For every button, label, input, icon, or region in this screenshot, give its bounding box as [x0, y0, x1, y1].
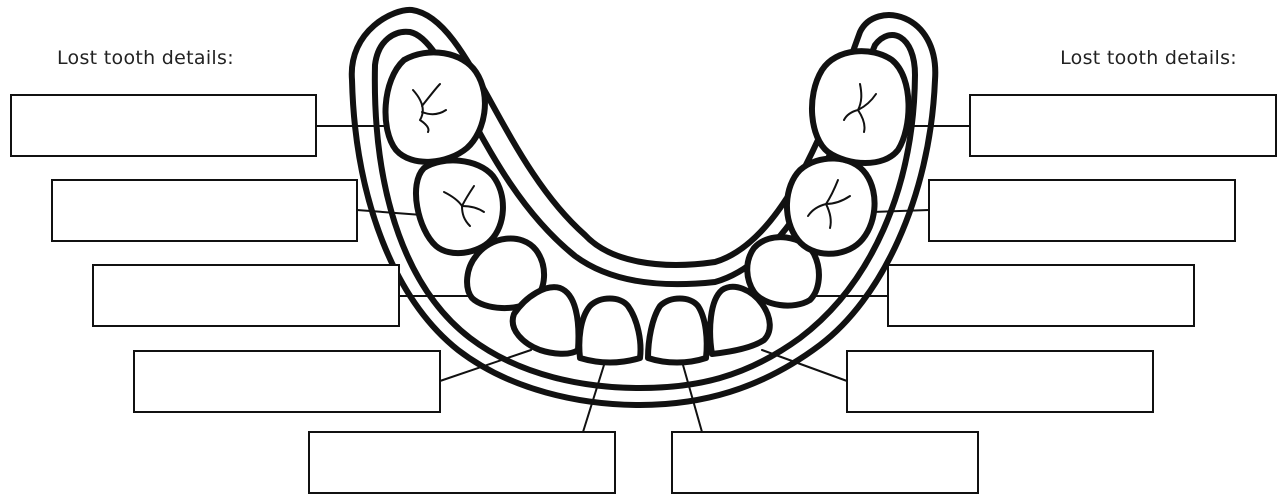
tooth-lower-left-second-molar[interactable]: [386, 52, 485, 161]
lower-left-second-molar-details-field[interactable]: [10, 94, 317, 157]
lower-left-lateral-incisor-details-field[interactable]: [133, 350, 441, 413]
lower-right-second-molar-details-field[interactable]: [969, 94, 1277, 157]
tooth-lower-right-first-molar[interactable]: [787, 158, 875, 253]
lower-left-central-incisor-details-field[interactable]: [308, 431, 616, 494]
lower-right-first-molar-details-field[interactable]: [928, 179, 1236, 242]
lower-right-lateral-incisor-details-field[interactable]: [846, 350, 1154, 413]
lower-right-central-incisor-details-field[interactable]: [671, 431, 979, 494]
leader-line: [872, 210, 929, 212]
tooth-lower-right-central-incisor[interactable]: [648, 299, 707, 363]
lower-right-canine-details-field[interactable]: [887, 264, 1195, 327]
lower-left-canine-details-field[interactable]: [92, 264, 400, 327]
tooth-lower-right-second-molar[interactable]: [812, 51, 909, 163]
left-heading: Lost tooth details:: [57, 47, 234, 69]
tooth-lower-left-first-molar[interactable]: [416, 160, 503, 253]
tooth-lower-left-central-incisor[interactable]: [579, 299, 640, 363]
lower-left-first-molar-details-field[interactable]: [51, 179, 358, 242]
right-heading: Lost tooth details:: [1060, 47, 1237, 69]
